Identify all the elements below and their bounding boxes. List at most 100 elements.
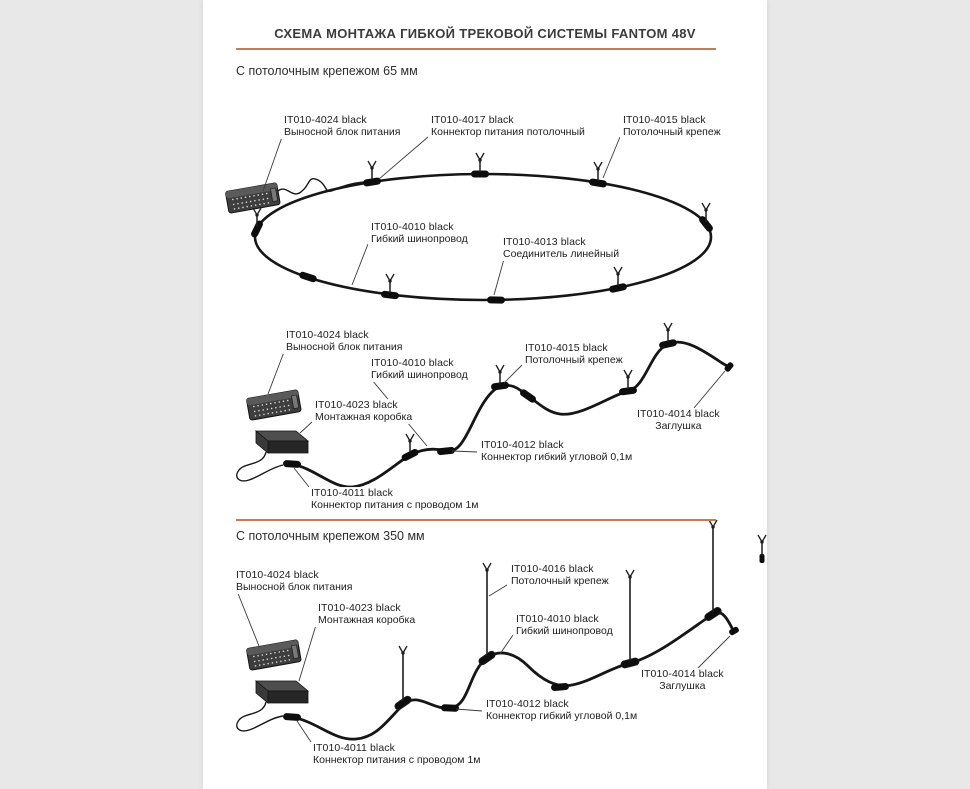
ceiling-mount-icon <box>664 323 672 342</box>
mount-sample-body-icon <box>759 554 765 563</box>
leader-line <box>499 634 514 655</box>
leader-line <box>378 136 429 180</box>
part-code: IT010-4012 black <box>486 698 569 710</box>
part-desc: Монтажная коробка <box>315 410 413 423</box>
power-wire-path <box>275 178 370 195</box>
ceiling-mount-icon <box>386 274 394 293</box>
part-desc: Потолочный крепеж <box>623 125 721 138</box>
part-desc: Монтажная коробка <box>318 613 416 626</box>
ceiling-fixing-icon <box>625 569 635 580</box>
leader-line <box>293 467 310 488</box>
label-mounting-box: IT010-4023 black Монтажная коробка <box>312 399 416 424</box>
power-wire-path <box>236 701 284 732</box>
part-code: IT010-4014 black <box>637 408 720 420</box>
diagram-oval-65mm <box>224 136 715 304</box>
label-ceiling-mount: IT010-4015 black Потолочный крепеж <box>620 114 724 139</box>
leader-line <box>488 584 508 597</box>
part-code: IT010-4024 black <box>236 569 319 581</box>
section-divider <box>236 519 716 521</box>
label-power-supply: IT010-4024 black Выносной блок питания <box>281 114 404 139</box>
ceiling-fixing-icon <box>398 645 408 656</box>
label-flexible-track: IT010-4010 black Гибкий шинопровод <box>368 357 471 382</box>
label-end-cap: IT010-4014 black Заглушка <box>638 668 727 693</box>
track-path <box>253 172 713 302</box>
power-wire-path <box>236 451 284 482</box>
label-linear-connector: IT010-4013 black Соединитель линейный <box>500 236 623 261</box>
ceiling-mount-icon <box>368 161 376 180</box>
section-heading-65mm: С потолочным крепежом 65 мм <box>236 64 418 78</box>
label-power-supply: IT010-4024 black Выносной блок питания <box>283 329 406 354</box>
part-code: IT010-4012 black <box>481 439 564 451</box>
leader-line <box>299 421 313 434</box>
mounting-box-icon <box>255 680 309 704</box>
part-code: IT010-4010 black <box>371 221 454 233</box>
part-desc: Коннектор гибкий угловой 0,1м <box>486 709 638 722</box>
leader-line <box>455 708 483 712</box>
part-code: IT010-4015 black <box>525 342 608 354</box>
part-desc: Коннектор гибкий угловой 0,1м <box>481 450 633 463</box>
part-code: IT010-4011 black <box>313 742 395 754</box>
part-desc: Выносной блок питания <box>236 580 353 593</box>
label-corner-connector: IT010-4012 black Коннектор гибкий углово… <box>478 439 636 464</box>
part-desc: Гибкий шинопровод <box>371 232 468 245</box>
part-code: IT010-4024 black <box>284 114 367 126</box>
part-desc: Выносной блок питания <box>284 125 401 138</box>
part-code: IT010-4015 black <box>623 114 706 126</box>
linear-connector-icon <box>298 270 318 284</box>
corner-connector-icon <box>440 704 460 712</box>
label-power-supply: IT010-4024 black Выносной блок питания <box>233 569 356 594</box>
leader-line <box>602 136 621 179</box>
leader-line <box>503 364 523 384</box>
label-flexible-track: IT010-4010 black Гибкий шинопровод <box>513 613 616 638</box>
part-desc: Гибкий шинопровод <box>371 368 468 381</box>
title-divider <box>236 48 716 50</box>
ceiling-mount-icons <box>249 153 715 300</box>
ceiling-mount-icon <box>594 162 602 181</box>
leader-line <box>267 351 285 395</box>
part-code: IT010-4014 black <box>641 668 724 680</box>
part-desc: Заглушка <box>655 419 702 432</box>
part-code: IT010-4010 black <box>371 357 454 369</box>
part-desc: Потолочный крепеж <box>511 574 609 587</box>
track-path <box>290 611 735 741</box>
part-code: IT010-4023 black <box>315 399 398 411</box>
part-code: IT010-4023 black <box>318 602 401 614</box>
label-ceiling-power-connector: IT010-4017 black Коннектор питания потол… <box>428 114 588 139</box>
label-mounting-box: IT010-4023 black Монтажная коробка <box>315 602 419 627</box>
part-desc: Соединитель линейный <box>503 247 620 260</box>
label-ceiling-mount: IT010-4016 black Потолочный крепеж <box>508 563 612 588</box>
leader-line <box>298 624 317 682</box>
leader-line <box>693 370 726 409</box>
part-desc: Заглушка <box>659 679 706 692</box>
linear-connector-icon <box>518 387 538 405</box>
power-connector-icon <box>282 712 302 722</box>
label-power-connector: IT010-4011 black Коннектор питания с про… <box>310 742 484 767</box>
power-connector-icon <box>282 459 302 469</box>
part-desc: Потолочный крепеж <box>525 353 623 366</box>
part-desc: Выносной блок питания <box>286 340 403 353</box>
leader-line <box>351 243 369 286</box>
label-corner-connector: IT010-4012 black Коннектор гибкий углово… <box>483 698 641 723</box>
suspension-mount-icons <box>393 519 767 712</box>
part-code: IT010-4017 black <box>431 114 514 126</box>
leader-lines <box>262 136 621 296</box>
part-code: IT010-4013 black <box>503 236 586 248</box>
leader-line <box>236 590 260 647</box>
ceiling-fixing-icon <box>482 562 492 573</box>
part-code: IT010-4010 black <box>516 613 599 625</box>
ceiling-mount-icon <box>476 153 484 172</box>
part-desc: Гибкий шинопровод <box>516 624 613 637</box>
linear-connector-icon <box>486 296 506 304</box>
part-code: IT010-4011 black <box>311 487 393 499</box>
label-ceiling-mount: IT010-4015 black Потолочный крепеж <box>522 342 626 367</box>
label-end-cap: IT010-4014 black Заглушка <box>634 408 723 433</box>
part-code: IT010-4016 black <box>511 563 594 575</box>
leader-lines <box>236 584 731 743</box>
section-heading-350mm: С потолочным крепежом 350 мм <box>236 529 425 543</box>
ceiling-mount-icon <box>624 370 632 389</box>
leader-line <box>493 258 505 296</box>
leader-line <box>296 720 312 743</box>
power-supply-icon <box>245 638 303 672</box>
power-supply-icon <box>245 388 303 422</box>
